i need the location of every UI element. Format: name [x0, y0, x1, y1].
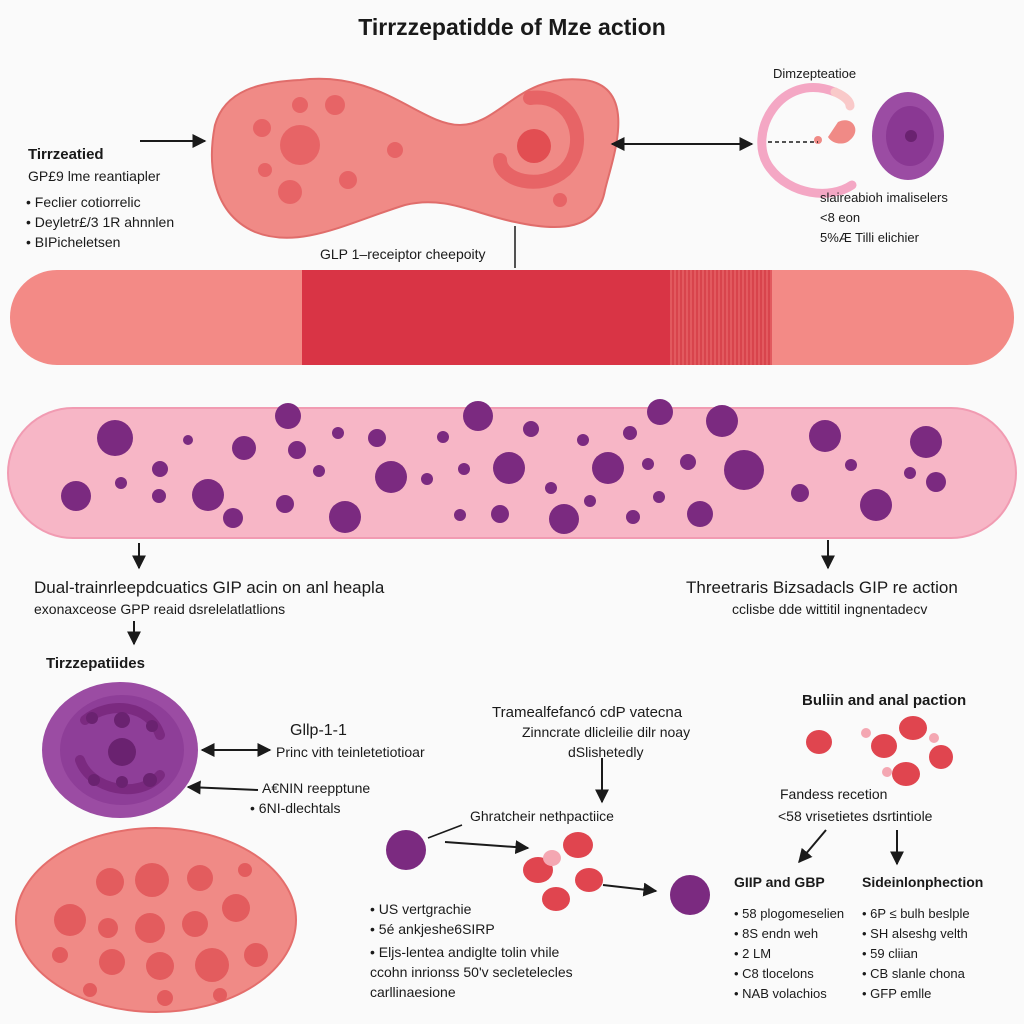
arrow-to-gip — [798, 829, 827, 864]
left-heading: Tirrzeatied — [28, 146, 104, 163]
top-cell — [211, 77, 620, 239]
side-list: • 6P ≤ bulh beslple • SH alseshg velth •… — [862, 904, 970, 1004]
right-heading: Dimzepteatioe — [773, 66, 857, 81]
glp-label: Gllp-1-1 — [290, 722, 347, 739]
bottom-left-bullet: • US vertgrachie — [370, 901, 472, 917]
glp-line3: • 6NI-dlechtals — [250, 800, 341, 816]
center-subheading: Ghratcheir nethpactiice — [470, 808, 614, 824]
bottom-left-para-line: carllinaesione — [370, 984, 456, 1000]
right-purple-cell — [872, 92, 944, 180]
center-heading: Tramealfefancó cdP vatecna — [492, 704, 683, 721]
right-lower-heading: Buliin and anal paction — [802, 692, 967, 709]
bottom-left-para-line: ccohn inrionss 50'v secletelecles — [370, 964, 573, 980]
right-pink-ring — [757, 83, 857, 198]
bottom-left-para: • Eljs-lentea andiglte tolin vhile ccohn… — [370, 942, 573, 1002]
page-title: Tirrzzepatidde of Mze action — [358, 14, 666, 40]
left-subheading: GP£9 lme reantiapler — [28, 168, 161, 184]
right-lower-line2: <58 vrisetietes dsrtintiole — [778, 808, 933, 824]
rbc-cluster-right — [806, 716, 953, 786]
right-lower-line1: Fandess recetion — [780, 786, 888, 802]
gip-item: • 8S endn weh — [734, 926, 819, 941]
granule-right — [670, 875, 710, 915]
right-line: slaireabioh imaliselers — [820, 190, 948, 205]
gip-heading: GIIP and GBP — [734, 874, 825, 890]
left-bullets: • Feclier cotiorrelic • Deyletr£/3 1R ah… — [26, 192, 174, 252]
bottom-left-bullet: • 5é ankjeshe6SIRP — [370, 921, 495, 937]
rbc-cluster-center — [523, 832, 603, 911]
left-bullet: • BIPicheletsen — [26, 234, 121, 250]
center-line2: dSlishetedly — [568, 744, 644, 760]
dual-sub: exonaxceose GPP reaid dsrelelatlatlions — [34, 601, 286, 617]
side-item: • SH alseshg velth — [862, 926, 968, 941]
receptor-label: GLP 1–receiptor cheepoity — [320, 246, 486, 262]
receptor-band — [10, 270, 1014, 365]
right-line: 5%Æ Tilli elichier — [820, 230, 919, 245]
bottom-left-bullets: • US vertgrachie • 5é ankjeshe6SIRP — [370, 899, 495, 939]
right-line: <8 eon — [820, 210, 861, 225]
pink-oval-cell — [15, 827, 297, 1013]
gip-item: • NAB volachios — [734, 986, 827, 1001]
side-item: • CB slanle chona — [862, 966, 965, 981]
side-item: • 59 cliian — [862, 946, 918, 961]
left-bullet: • Feclier cotiorrelic — [26, 194, 141, 210]
right-lines: slaireabioh imaliselers <8 eon 5%Æ Tilli… — [820, 188, 948, 248]
gip-item: • C8 tlocelons — [734, 966, 814, 981]
arrow-to-rbcs — [444, 840, 530, 855]
dual-heading: Dual-trainrleepdcuatics GIP acin on anl … — [34, 578, 385, 597]
arrow-purple-receptor — [186, 780, 259, 795]
purple-cell — [42, 682, 198, 818]
glp-line1: Princ vith teinletetiotioar — [276, 744, 425, 760]
center-line1: Zinncrate dlicleilie dilr noay — [522, 724, 691, 740]
bottom-left-para-line: • Eljs-lentea andiglte tolin vhile — [370, 944, 560, 960]
granule-tube — [7, 399, 1017, 539]
glp-line2: A€NIN reepptune — [262, 780, 371, 796]
side-item: • 6P ≤ bulh beslple — [862, 906, 970, 921]
side-heading: Sideinlonphection — [862, 874, 984, 890]
gip-item: • 58 plogomeselien — [734, 906, 845, 921]
three-sub: cclisbe dde wittitil ingnentadecv — [732, 601, 928, 617]
side-item: • GFP emlle — [862, 986, 932, 1001]
gip-item: • 2 LM — [734, 946, 772, 961]
gip-list: • 58 plogomeselien • 8S endn weh • 2 LM … — [734, 904, 844, 1004]
granule-left — [386, 830, 426, 870]
left-bullet: • Deyletr£/3 1R ahnnlen — [26, 214, 175, 230]
connector-line — [427, 824, 463, 839]
tirz-heading: Tirzzepatiides — [46, 655, 145, 672]
three-heading: Threetraris Bizsadacls GIP re action — [686, 578, 958, 597]
arrow-to-granule — [602, 882, 658, 897]
